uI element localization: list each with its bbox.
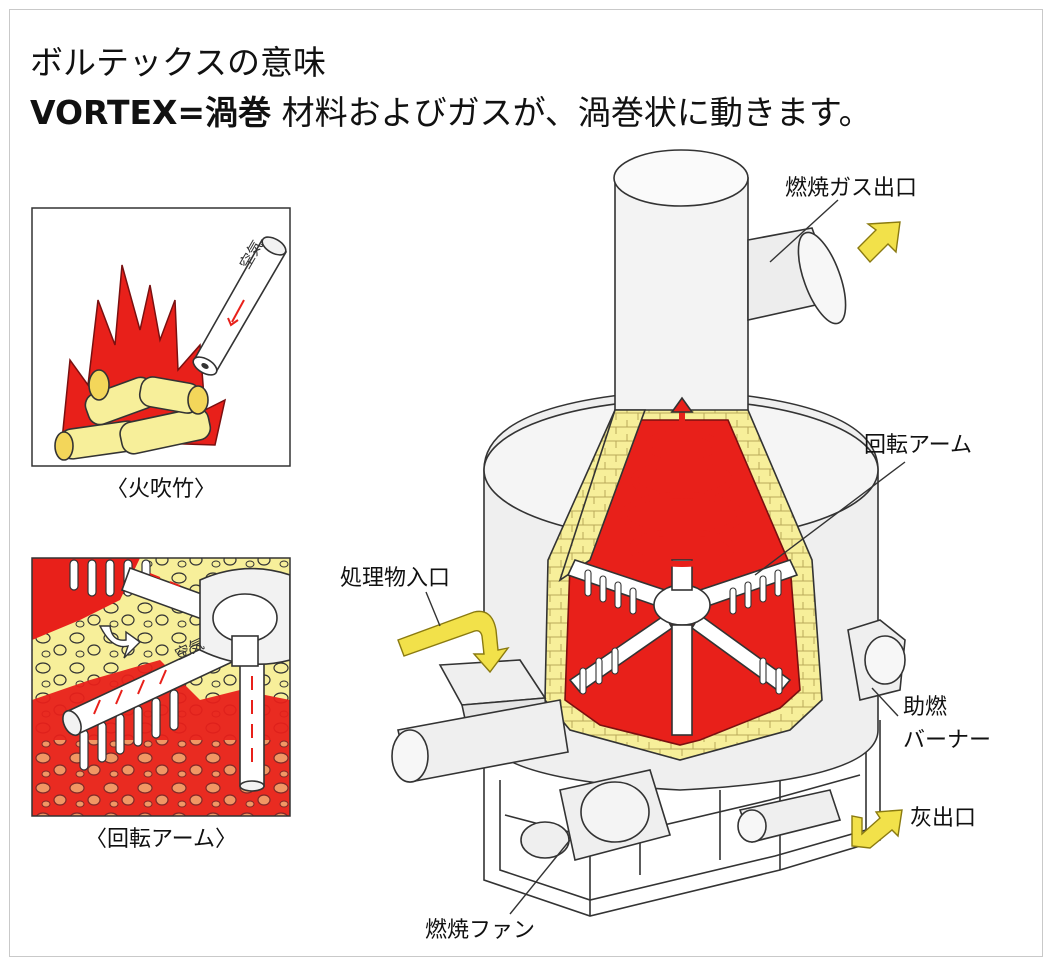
gas-exit-arrow-icon [857,221,901,264]
screw-feeder-motor [391,699,569,783]
fire-panel: 空気 〈火吹竹〉 [31,207,291,502]
vortex-incinerator [391,149,906,917]
aux-burner [847,619,906,701]
title-line-2: VORTEX=渦巻 材料およびガスが、渦巻状に動きます。 [30,86,872,134]
firewood-icon [54,369,212,461]
material-inlet-arrow-icon [397,610,510,674]
label-rotating-arm: 回転アーム [864,433,973,458]
title-rest: 材料およびガスが、渦巻状に動きます。 [271,93,872,132]
combustion-fan [520,769,672,861]
arm-caption: 〈回転アーム〉 [85,827,237,852]
blow-pipe-icon [192,236,288,376]
frame-border [9,9,1043,957]
fire-caption: 〈火吹竹〉 [106,477,216,502]
ash-outlet [737,789,842,843]
arm-panel: 空気 〈回転アーム〉 [31,557,291,852]
arm-pipe-vertical [239,659,265,792]
vortex-swirl-icon [621,430,743,567]
label-aux-burner-1: 助燃 [903,695,948,720]
swirl-arrow-icon [98,625,142,659]
leader-lines [425,199,906,915]
label-combustion-fan: 燃焼ファン [425,918,536,943]
label-gas-outlet: 燃焼ガス出口 [785,176,918,201]
label-material-inlet: 処理物入口 [340,566,451,591]
ash-exit-arrow-icon [851,809,903,849]
arm-hub [199,567,290,667]
title-bold: VORTEX=渦巻 [30,93,272,132]
title-line-1: ボルテックスの意味 [30,43,327,82]
label-ash-outlet: 灰出口 [910,806,977,831]
central-hub [653,559,711,736]
arm-teeth-main [579,569,783,695]
label-aux-burner-2: バーナー [903,728,992,753]
